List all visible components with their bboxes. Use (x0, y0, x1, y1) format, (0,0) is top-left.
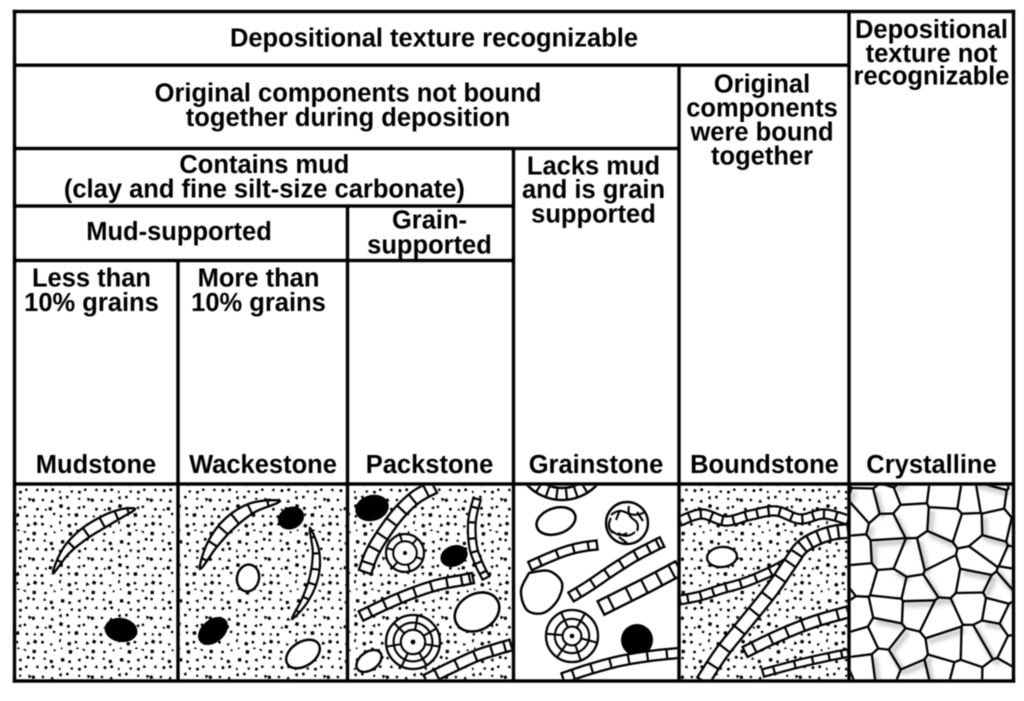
svg-text:Crystalline: Crystalline (866, 451, 996, 479)
svg-text:Packstone: Packstone (366, 451, 494, 479)
svg-text:(clay and fine silt-size carbo: (clay and fine silt-size carbonate) (64, 176, 465, 204)
svg-text:supported: supported (367, 232, 492, 260)
svg-text:Grain-: Grain- (392, 207, 467, 235)
svg-text:recognizable: recognizable (854, 63, 1010, 91)
svg-text:Wackestone: Wackestone (189, 451, 337, 479)
svg-text:Mudstone: Mudstone (36, 451, 156, 479)
svg-text:Grainstone: Grainstone (529, 451, 664, 479)
svg-text:Depositional texture recogniza: Depositional texture recognizable (230, 25, 638, 53)
svg-text:supported: supported (531, 201, 656, 229)
svg-text:10% grains: 10% grains (191, 289, 326, 317)
svg-text:together during deposition: together during deposition (186, 104, 510, 132)
svg-text:Boundstone: Boundstone (690, 451, 839, 479)
svg-text:10% grains: 10% grains (24, 289, 159, 317)
svg-text:Mud-supported: Mud-supported (86, 218, 272, 246)
svg-text:together: together (711, 143, 813, 171)
